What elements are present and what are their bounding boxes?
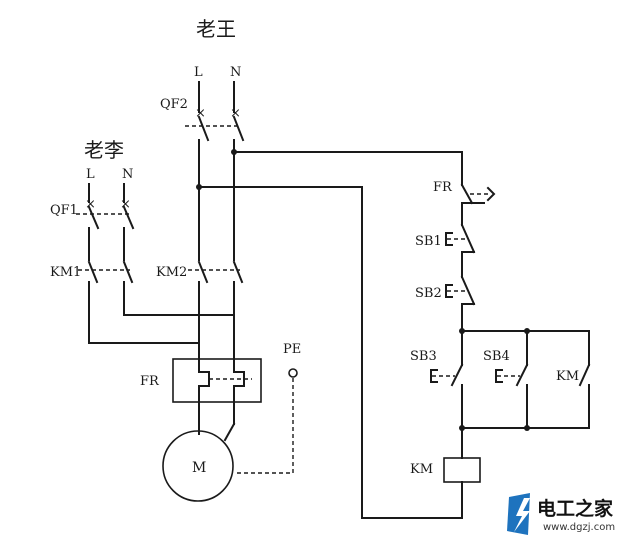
label-qf2: QF2 — [160, 97, 188, 112]
logo-text: 电工之家 — [537, 497, 614, 520]
label-l-main: L — [194, 65, 203, 80]
sb2-stop-button — [445, 275, 476, 332]
title-laowang: 老王 — [196, 17, 236, 41]
site-logo: 电工之家 www.dgzj.com — [507, 493, 615, 535]
label-pe: PE — [283, 342, 301, 357]
label-sb4: SB4 — [483, 349, 510, 364]
control-supply-wires — [196, 149, 463, 519]
motor-label: M — [192, 460, 206, 476]
label-km2: KM2 — [156, 265, 187, 280]
label-n-sub: N — [122, 167, 133, 182]
sb1-stop-button — [445, 223, 476, 278]
start-return-bus — [459, 425, 590, 431]
pe-terminal — [236, 368, 298, 474]
qf2-breaker: × × — [185, 81, 245, 142]
label-l-sub: L — [86, 167, 95, 182]
label-n-main: N — [230, 65, 241, 80]
label-km-contact: KM — [556, 369, 579, 384]
motor — [162, 430, 234, 502]
fr-thermal-relay — [172, 358, 262, 442]
sb3-start-button — [430, 363, 464, 459]
svg-text:×: × — [85, 197, 96, 212]
logo-url: www.dgzj.com — [543, 522, 615, 533]
label-sb3: SB3 — [410, 349, 437, 364]
svg-text:×: × — [195, 106, 206, 121]
km-holding-contact — [578, 363, 591, 429]
svg-text:×: × — [120, 197, 131, 212]
label-qf1: QF1 — [50, 203, 78, 218]
label-sb2: SB2 — [415, 286, 442, 301]
start-bus — [459, 328, 590, 366]
km2-main-contacts — [188, 139, 244, 361]
sb4-start-button — [495, 363, 529, 429]
label-km1: KM1 — [50, 265, 81, 280]
qf1-breaker: × × — [76, 183, 135, 230]
km1-main-contacts — [78, 227, 134, 344]
svg-text:×: × — [230, 106, 241, 121]
title-laoli: 老李 — [84, 138, 124, 162]
fr-nc-contact — [460, 183, 496, 226]
label-km-coil: KM — [410, 462, 433, 477]
km-coil — [443, 457, 481, 483]
label-fr-left: FR — [140, 374, 160, 389]
label-fr-right: FR — [433, 180, 453, 195]
label-sb1: SB1 — [415, 234, 442, 249]
km1-to-motor-wires — [88, 314, 235, 344]
